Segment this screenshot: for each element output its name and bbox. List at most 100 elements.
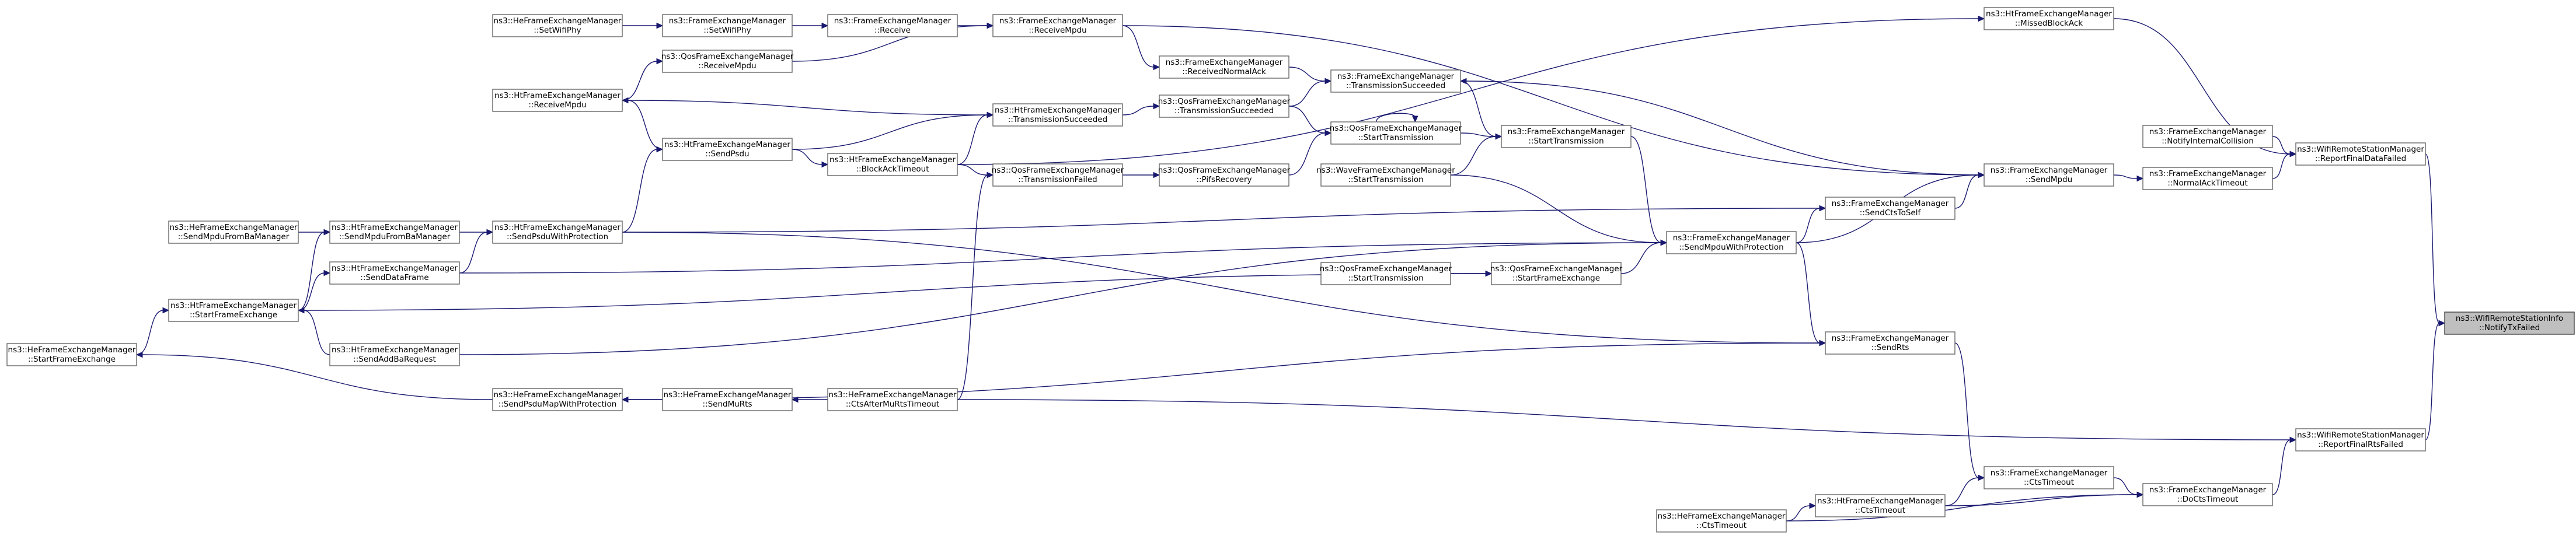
edge-arrowhead xyxy=(1978,474,1985,481)
node-label-line1: ns3::HeFrameExchangeManager xyxy=(829,390,957,400)
edge-arrowhead xyxy=(621,97,629,104)
node-hbato[interactable]: ns3::HtFrameExchangeManager::BlockAckTim… xyxy=(827,153,958,176)
node-hectsto[interactable]: ns3::HeFrameExchangeManager::CtsTimeout xyxy=(1656,509,1787,533)
node-mba[interactable]: ns3::HtFrameExchangeManager::MissedBlock… xyxy=(1984,7,2114,30)
node-rfdf[interactable]: ns3::WifiRemoteStationManager::ReportFin… xyxy=(2295,142,2426,166)
node-label-line2: ::StartTransmission xyxy=(1528,136,1604,146)
node-label-line2: ::TransmissionSucceeded xyxy=(1008,115,1107,124)
node-qrecvmpdu[interactable]: ns3::QosFrameExchangeManager::ReceiveMpd… xyxy=(661,50,794,73)
edge-line xyxy=(1944,494,2138,506)
edge-arrowhead xyxy=(2136,491,2144,498)
node-fst[interactable]: ns3::FrameExchangeManager::StartTransmis… xyxy=(1501,125,1632,148)
edge-arrowhead xyxy=(323,229,331,236)
node-box xyxy=(492,89,623,112)
node-box xyxy=(492,220,623,244)
edge-line xyxy=(136,310,164,355)
node-box xyxy=(662,138,793,161)
node-hsendpsdu[interactable]: ns3::HtFrameExchangeManager::SendPsdu xyxy=(662,138,793,161)
node-hsdf[interactable]: ns3::HtFrameExchangeManager::SendDataFra… xyxy=(329,261,460,285)
node-hts[interactable]: ns3::HtFrameExchangeManager::Transmissio… xyxy=(992,103,1123,127)
node-qpifs[interactable]: ns3::QosFrameExchangeManager::PifsRecove… xyxy=(1158,163,1291,187)
edge-hesfe-to-hsfe xyxy=(136,307,170,355)
edge-qpifs-to-qst xyxy=(1288,130,1332,176)
node-wst[interactable]: ns3::WaveFrameExchangeManager::StartTran… xyxy=(1316,163,1455,187)
edge-hectsto-to-hctsto xyxy=(1786,502,1817,522)
edge-line xyxy=(1122,106,1155,116)
node-label-line1: ns3::HtFrameExchangeManager xyxy=(170,301,297,310)
node-box xyxy=(492,14,623,37)
edge-nat-to-rfdf xyxy=(2272,150,2297,179)
node-hctsto[interactable]: ns3::HtFrameExchangeManager::CtsTimeout xyxy=(1815,494,1946,517)
node-box xyxy=(1501,125,1632,148)
edge-line xyxy=(1460,80,1497,137)
node-label-line2: ::SendMuRts xyxy=(702,400,752,409)
node-hspwp[interactable]: ns3::HtFrameExchangeManager::SendPsduWit… xyxy=(492,220,623,244)
node-label-line1: ns3::FrameExchangeManager xyxy=(669,16,786,26)
node-box xyxy=(662,50,793,73)
node-hesetwifiphy[interactable]: ns3::HeFrameExchangeManager::SetWifiPhy xyxy=(492,14,623,37)
node-label-line1: ns3::HtFrameExchangeManager xyxy=(829,155,956,164)
node-nic[interactable]: ns3::FrameExchangeManager::NotifyInterna… xyxy=(2142,125,2273,148)
node-hsfe[interactable]: ns3::HtFrameExchangeManager::StartFrameE… xyxy=(168,299,299,322)
edge-line xyxy=(2113,477,2138,495)
node-qst[interactable]: ns3::QosFrameExchangeManager::StartTrans… xyxy=(1330,121,1462,145)
node-notify[interactable]: ns3::WifiRemoteStationInfo::NotifyTxFail… xyxy=(2444,312,2575,335)
node-hesmr[interactable]: ns3::HeFrameExchangeManager::SendMuRts xyxy=(662,388,793,411)
node-label-line1: ns3::HtFrameExchangeManager xyxy=(1986,9,2112,19)
node-rfrf[interactable]: ns3::WifiRemoteStationManager::ReportFin… xyxy=(2295,428,2426,452)
edge-line xyxy=(1288,66,1326,82)
node-hespmwp[interactable]: ns3::HeFrameExchangeManager::SendPsduMap… xyxy=(492,388,623,411)
edge-hspwp-to-hsendpsdu xyxy=(622,146,664,233)
node-hesfe[interactable]: ns3::HeFrameExchangeManager::StartFrameE… xyxy=(6,343,137,366)
node-fsendrts[interactable]: ns3::FrameExchangeManager::SendRts xyxy=(1825,331,1955,355)
edge-arrowhead xyxy=(821,22,829,29)
node-hsabr[interactable]: ns3::HtFrameExchangeManager::SendAddBaRe… xyxy=(329,343,460,366)
node-qst2[interactable]: ns3::QosFrameExchangeManager::StartTrans… xyxy=(1320,262,1452,285)
edge-qtf-to-qpifs xyxy=(1122,172,1160,178)
edge-line xyxy=(298,232,325,311)
node-label-line1: ns3::QosFrameExchangeManager xyxy=(661,52,794,61)
node-frecv[interactable]: ns3::FrameExchangeManager::Receive xyxy=(827,14,958,37)
node-hsmfba[interactable]: ns3::HtFrameExchangeManager::SendMpduFro… xyxy=(329,220,460,244)
edge-hrecvmpdu-to-hts xyxy=(622,100,994,118)
node-box xyxy=(1159,55,1289,79)
edge-line xyxy=(1376,113,1416,123)
node-hecamrt[interactable]: ns3::HeFrameExchangeManager::CtsAfterMuR… xyxy=(827,388,958,411)
edge-arrowhead xyxy=(1495,133,1503,140)
node-fctsto[interactable]: ns3::FrameExchangeManager::CtsTimeout xyxy=(1984,466,2114,489)
node-fts[interactable]: ns3::FrameExchangeManager::TransmissionS… xyxy=(1330,69,1461,93)
node-hesmfba[interactable]: ns3::HeFrameExchangeManager::SendMpduFro… xyxy=(168,220,299,244)
node-label-line2: ::ReceiveMpdu xyxy=(1029,26,1086,35)
node-frna[interactable]: ns3::FrameExchangeManager::ReceivedNorma… xyxy=(1159,55,1289,79)
node-frecvmpdu[interactable]: ns3::FrameExchangeManager::ReceiveMpdu xyxy=(992,14,1123,37)
node-qts[interactable]: ns3::QosFrameExchangeManager::Transmissi… xyxy=(1158,94,1291,118)
node-fsmwp[interactable]: ns3::FrameExchangeManager::SendMpduWithP… xyxy=(1666,231,1797,254)
node-hrecvmpdu[interactable]: ns3::HtFrameExchangeManager::ReceiveMpdu xyxy=(492,89,623,112)
edge-line xyxy=(1288,132,1326,176)
node-label-line2: ::ReceivedNormalAck xyxy=(1182,67,1266,76)
node-nat[interactable]: ns3::FrameExchangeManager::NormalAckTime… xyxy=(2142,167,2273,190)
edge-fsendmpdu-to-fts xyxy=(1459,78,1985,176)
node-fscts[interactable]: ns3::FrameExchangeManager::SendCtsToSelf xyxy=(1825,197,1955,220)
edge-frna-to-fts xyxy=(1288,66,1332,85)
node-label-line1: ns3::HtFrameExchangeManager xyxy=(494,91,621,100)
edge-arrowhead xyxy=(162,307,170,314)
node-fdocts[interactable]: ns3::FrameExchangeManager::DoCtsTimeout xyxy=(2142,483,2273,506)
node-box xyxy=(662,388,793,411)
edge-fdocts-to-rfrf xyxy=(2272,436,2297,495)
node-label-line1: ns3::FrameExchangeManager xyxy=(1508,127,1625,136)
node-qtf[interactable]: ns3::QosFrameExchangeManager::Transmissi… xyxy=(992,163,1124,187)
node-box xyxy=(1984,163,2114,187)
node-fsetwifiphy[interactable]: ns3::FrameExchangeManager::SetWifiPhy xyxy=(662,14,793,37)
node-label-line1: ns3::HeFrameExchangeManager xyxy=(170,223,298,232)
node-box xyxy=(1320,163,1451,187)
node-qsfe[interactable]: ns3::QosFrameExchangeManager::StartFrame… xyxy=(1490,262,1623,285)
edge-arrowhead xyxy=(1412,116,1418,123)
edge-line xyxy=(622,61,658,101)
node-label-line1: ns3::FrameExchangeManager xyxy=(1673,233,1790,243)
edge-hectsto-to-fdocts xyxy=(1786,491,2144,522)
node-fsendmpdu[interactable]: ns3::FrameExchangeManager::SendMpdu xyxy=(1984,163,2114,187)
node-label-line1: ns3::FrameExchangeManager xyxy=(1166,58,1283,67)
node-label-line2: ::SendMpduFromBaManager xyxy=(178,232,290,242)
